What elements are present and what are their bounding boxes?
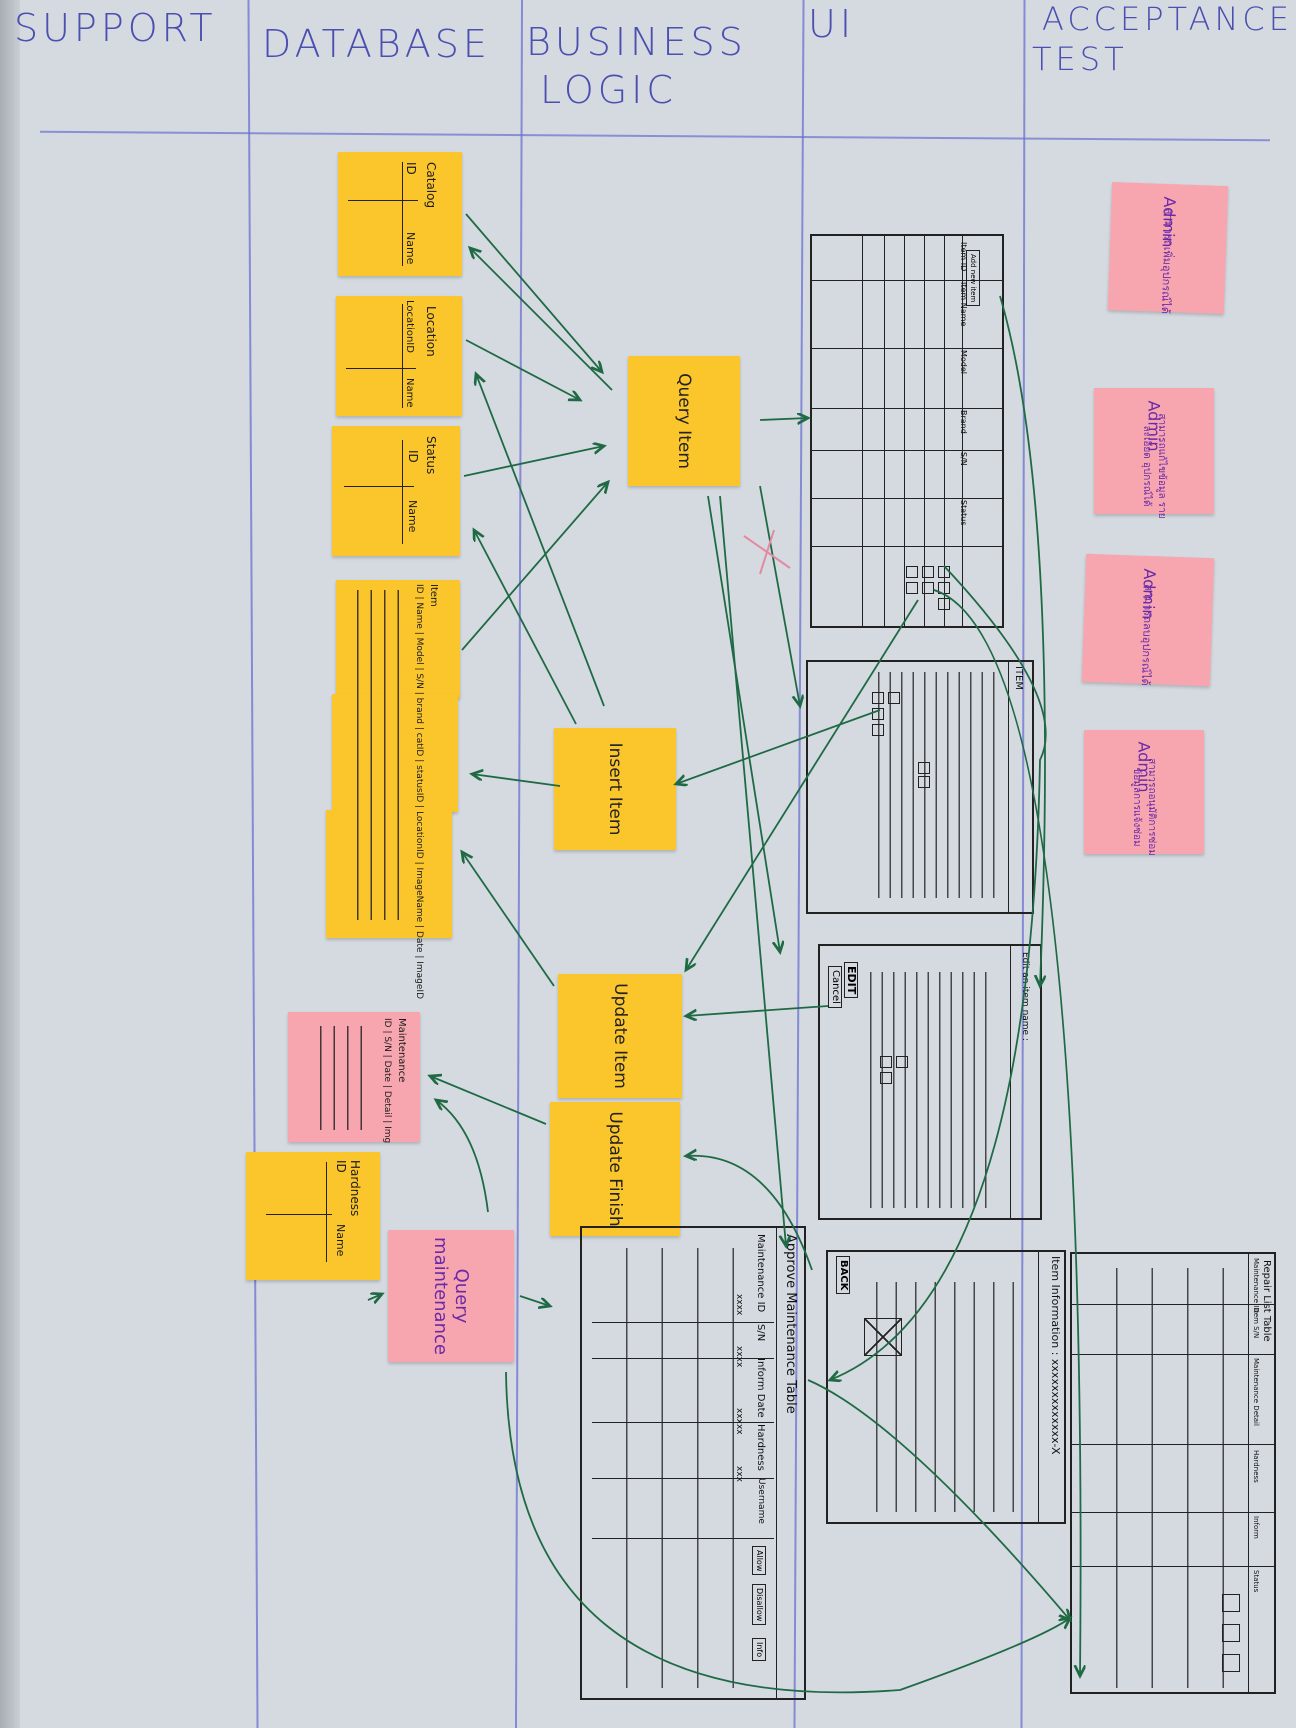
note-insert-item: Insert Item: [554, 728, 676, 850]
arrow: [686, 599, 919, 970]
status-col-name: Name: [406, 500, 419, 533]
action-box[interactable]: [906, 582, 918, 594]
note-acceptance-4: Admin สามารถอนุมัติการซ่อม ข้อมูลการแจ้ง…: [1084, 730, 1204, 856]
note-hardness: Hardness ID Name: [246, 1152, 380, 1280]
note-maintenance: Maintenance ID | S/N | Date | Detail | I…: [288, 1012, 420, 1144]
paper-fold: [0, 0, 20, 1728]
action-box[interactable]: [922, 582, 934, 594]
arrow: [474, 530, 577, 725]
arrow: [505, 1371, 1070, 1694]
arrow: [519, 1295, 550, 1306]
header-acceptance: ACCEPTANCE: [1042, 0, 1293, 38]
action-box[interactable]: [922, 566, 934, 578]
hardness-col-id: ID: [334, 1160, 348, 1173]
arrow: [759, 485, 800, 706]
header-logic: LOGIC: [540, 68, 677, 112]
status-col-id: ID: [406, 450, 420, 463]
catalog-title: Catalog: [424, 162, 438, 209]
cross-mark: [743, 529, 791, 575]
ui-item-list-sketch: Add new item Item ID Item Name Model Bra…: [810, 234, 1004, 628]
catalog-col-id: ID: [404, 162, 418, 175]
location-col-name: Name: [404, 378, 415, 408]
arrow: [465, 339, 580, 400]
header-test: TEST: [1032, 40, 1128, 78]
arrow: [462, 852, 555, 987]
note-update-item: Update Item: [558, 974, 682, 1098]
maintenance-columns: ID | S/N | Date | Detail | Img: [382, 1018, 392, 1144]
catalog-col-name: Name: [404, 232, 417, 265]
header-database: DATABASE: [262, 22, 491, 66]
hardness-col-name: Name: [334, 1224, 347, 1257]
arrow: [759, 418, 808, 420]
arrow: [719, 495, 786, 1246]
ui-repair-list-sketch: Repair List Table Maintenance ID Item S/…: [1070, 1252, 1276, 1694]
hardness-title: Hardness: [348, 1160, 362, 1217]
header-support: SUPPORT: [14, 6, 217, 50]
arrow: [465, 213, 602, 372]
ui-item-form-sketch: ITEM: [806, 660, 1034, 914]
note-update-finish: Update Finish: [550, 1102, 680, 1236]
note-query-maintenance: Query maintenance: [388, 1230, 514, 1362]
arrow: [367, 1294, 382, 1300]
location-title: Location: [424, 306, 438, 357]
arrow: [807, 1379, 1070, 1620]
arrow: [470, 248, 613, 391]
ui-approve-maintenance-sketch: Approve Maintenance Table Maintenance ID…: [580, 1226, 806, 1700]
arrow: [686, 1005, 829, 1016]
note-status: Status ID Name: [332, 426, 460, 556]
arrow: [707, 495, 780, 952]
maintenance-title: Maintenance: [396, 1018, 407, 1083]
item-column-lines: [345, 590, 411, 920]
arrow: [933, 589, 1081, 1676]
arrow: [461, 482, 608, 651]
note-location: Location LocationID Name: [336, 296, 462, 416]
arrow: [436, 1100, 489, 1213]
arrow: [476, 374, 605, 707]
ui-item-info-sketch: Item Information : xxxxxxxxxxxxx-X BACK: [826, 1250, 1066, 1524]
arrow: [686, 1156, 813, 1271]
arrow: [472, 774, 561, 787]
note-acceptance-2: Admin สามารถแก้ไขข้อมูล รายละเอียด อุปกร…: [1094, 388, 1214, 519]
status-title: Status: [424, 436, 438, 475]
header-business: BUSINESS: [526, 20, 747, 64]
note-query-item: Query Item: [628, 356, 740, 486]
action-box[interactable]: [906, 566, 918, 578]
action-box[interactable]: [938, 598, 950, 610]
item-title: Item: [428, 584, 439, 607]
header-ui: UI: [808, 2, 856, 46]
location-col-id: LocationID: [404, 300, 415, 353]
note-catalog: Catalog ID Name: [338, 152, 462, 276]
item-columns: ID | Name | Model | S/N | brand | catID …: [414, 584, 424, 1000]
arrow: [830, 565, 1047, 1380]
arrow: [430, 1076, 547, 1125]
arrow: [463, 446, 604, 477]
arrow: [676, 709, 881, 784]
ui-edit-item-sketch: Edit an item name : EDIT Cancel: [818, 944, 1042, 1220]
